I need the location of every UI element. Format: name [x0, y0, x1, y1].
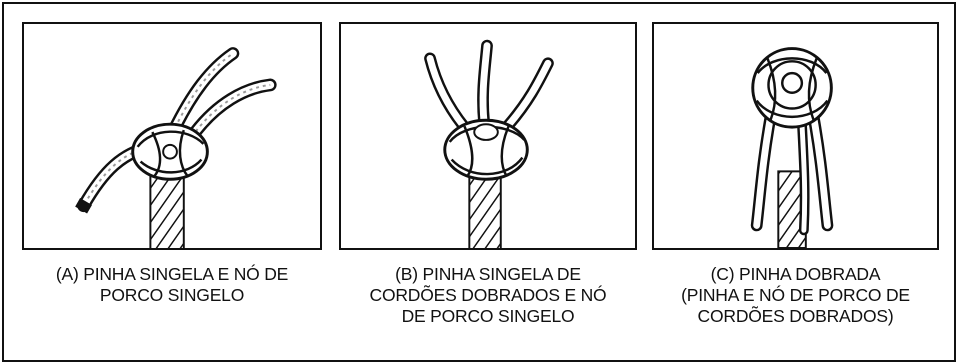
caption-c-line-2: (PINHA E NÓ DE PORCO DE — [681, 285, 910, 305]
panel-c-image — [652, 22, 939, 250]
caption-a-line-2: PORCO SINGELO — [99, 285, 245, 305]
caption-c-line-3: CORDÕES DOBRADOS) — [697, 306, 894, 326]
single-wall-doubled-strands-knot-icon — [424, 39, 554, 248]
caption-c-line-1: (C) PINHA DOBRADA — [710, 264, 881, 284]
caption-b-line-3: DE PORCO SINGELO — [401, 306, 575, 326]
panel-b-image — [339, 22, 637, 250]
caption-b-line-2: CORDÕES DOBRADOS E NÓ — [369, 285, 607, 305]
single-wall-crown-knot-icon — [75, 47, 277, 248]
caption-b: (B) PINHA SINGELA DE CORDÕES DOBRADOS E … — [339, 264, 637, 327]
double-wall-crown-knot-icon — [750, 47, 834, 248]
panel-a-image — [22, 22, 322, 250]
caption-a: (A) PINHA SINGELA E NÓ DE PORCO SINGELO — [22, 264, 322, 306]
caption-a-line-1: (A) PINHA SINGELA E NÓ DE — [55, 264, 289, 284]
caption-c: (C) PINHA DOBRADA (PINHA E NÓ DE PORCO D… — [652, 264, 939, 327]
caption-b-line-1: (B) PINHA SINGELA DE — [395, 264, 581, 284]
